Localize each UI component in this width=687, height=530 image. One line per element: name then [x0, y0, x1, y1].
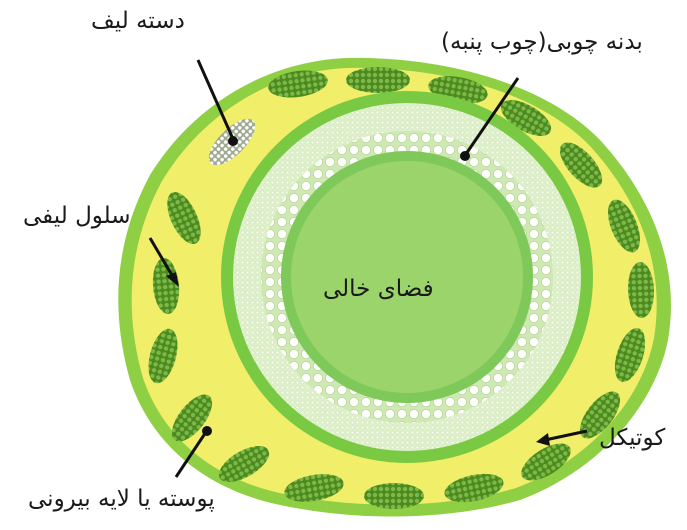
- label-fiber-cell: سلول لیفی: [23, 205, 131, 228]
- label-fiber-bundle: دسته لیف: [91, 10, 185, 33]
- label-cuticle: کوتیکل: [599, 427, 665, 450]
- label-empty-space: فضای خالی: [323, 278, 434, 301]
- label-outer-layer: پوسته یا لایه بیرونی: [28, 488, 215, 511]
- label-woody-body: بدنه چوبی(چوب پنبه): [441, 31, 643, 54]
